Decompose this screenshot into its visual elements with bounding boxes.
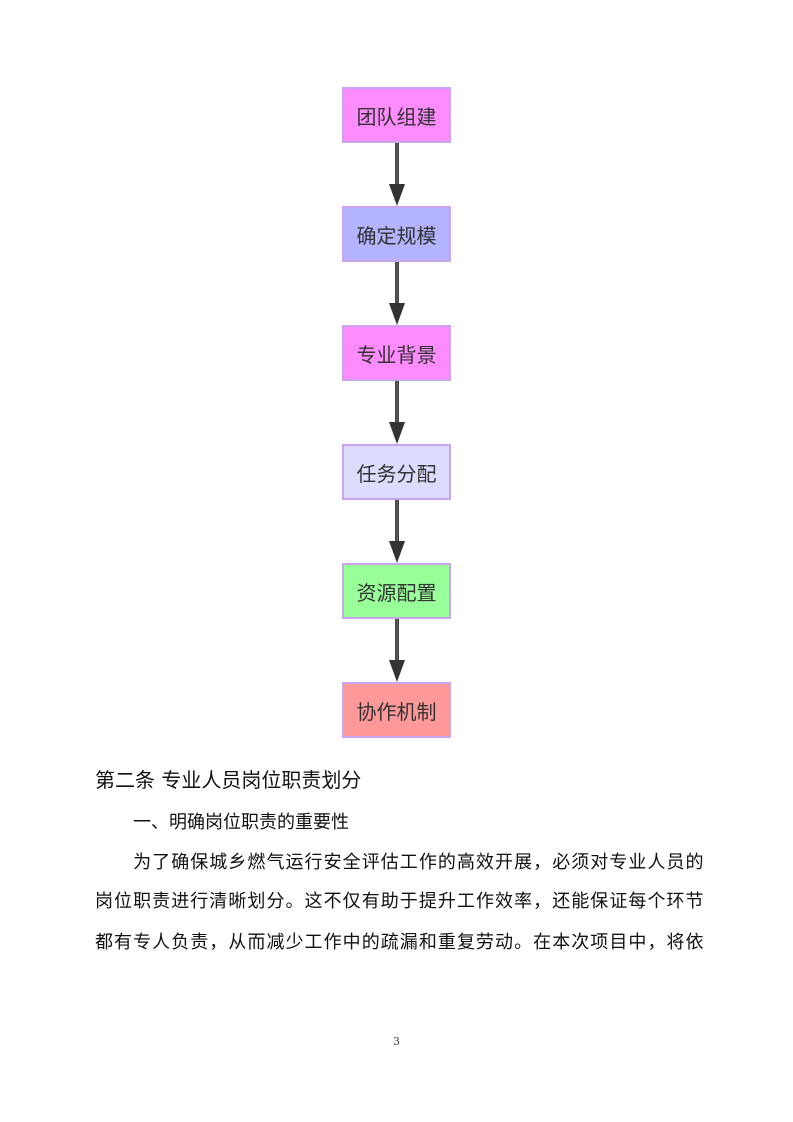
arrow-down-icon: [389, 381, 405, 445]
flow-step-professional-background: 专业背景: [342, 325, 451, 381]
arrow-down-icon: [389, 143, 405, 207]
arrow-down-icon: [389, 619, 405, 683]
section-subheading: 一、明确岗位职责的重要性: [133, 812, 349, 833]
paragraph-line: 都有专人负责，从而减少工作中的疏漏和重复劳动。在本次项目中，将依: [95, 932, 705, 953]
paragraph-line: 为了确保城乡燃气运行安全评估工作的高效开展，必须对专业人员的: [95, 852, 705, 873]
page-number: 3: [393, 1035, 400, 1048]
flow-step-team-building: 团队组建: [342, 87, 451, 143]
flow-step-resource-config: 资源配置: [342, 563, 451, 619]
section-heading: 第二条 专业人员岗位职责划分: [95, 768, 362, 792]
flow-step-define-scale: 确定规模: [342, 206, 451, 262]
paragraph-line: 岗位职责进行清晰划分。这不仅有助于提升工作效率，还能保证每个环节: [95, 891, 705, 912]
arrow-down-icon: [389, 500, 405, 564]
flow-step-task-allocation: 任务分配: [342, 444, 451, 500]
flow-step-collaboration-mechanism: 协作机制: [342, 682, 451, 738]
arrow-down-icon: [389, 262, 405, 326]
